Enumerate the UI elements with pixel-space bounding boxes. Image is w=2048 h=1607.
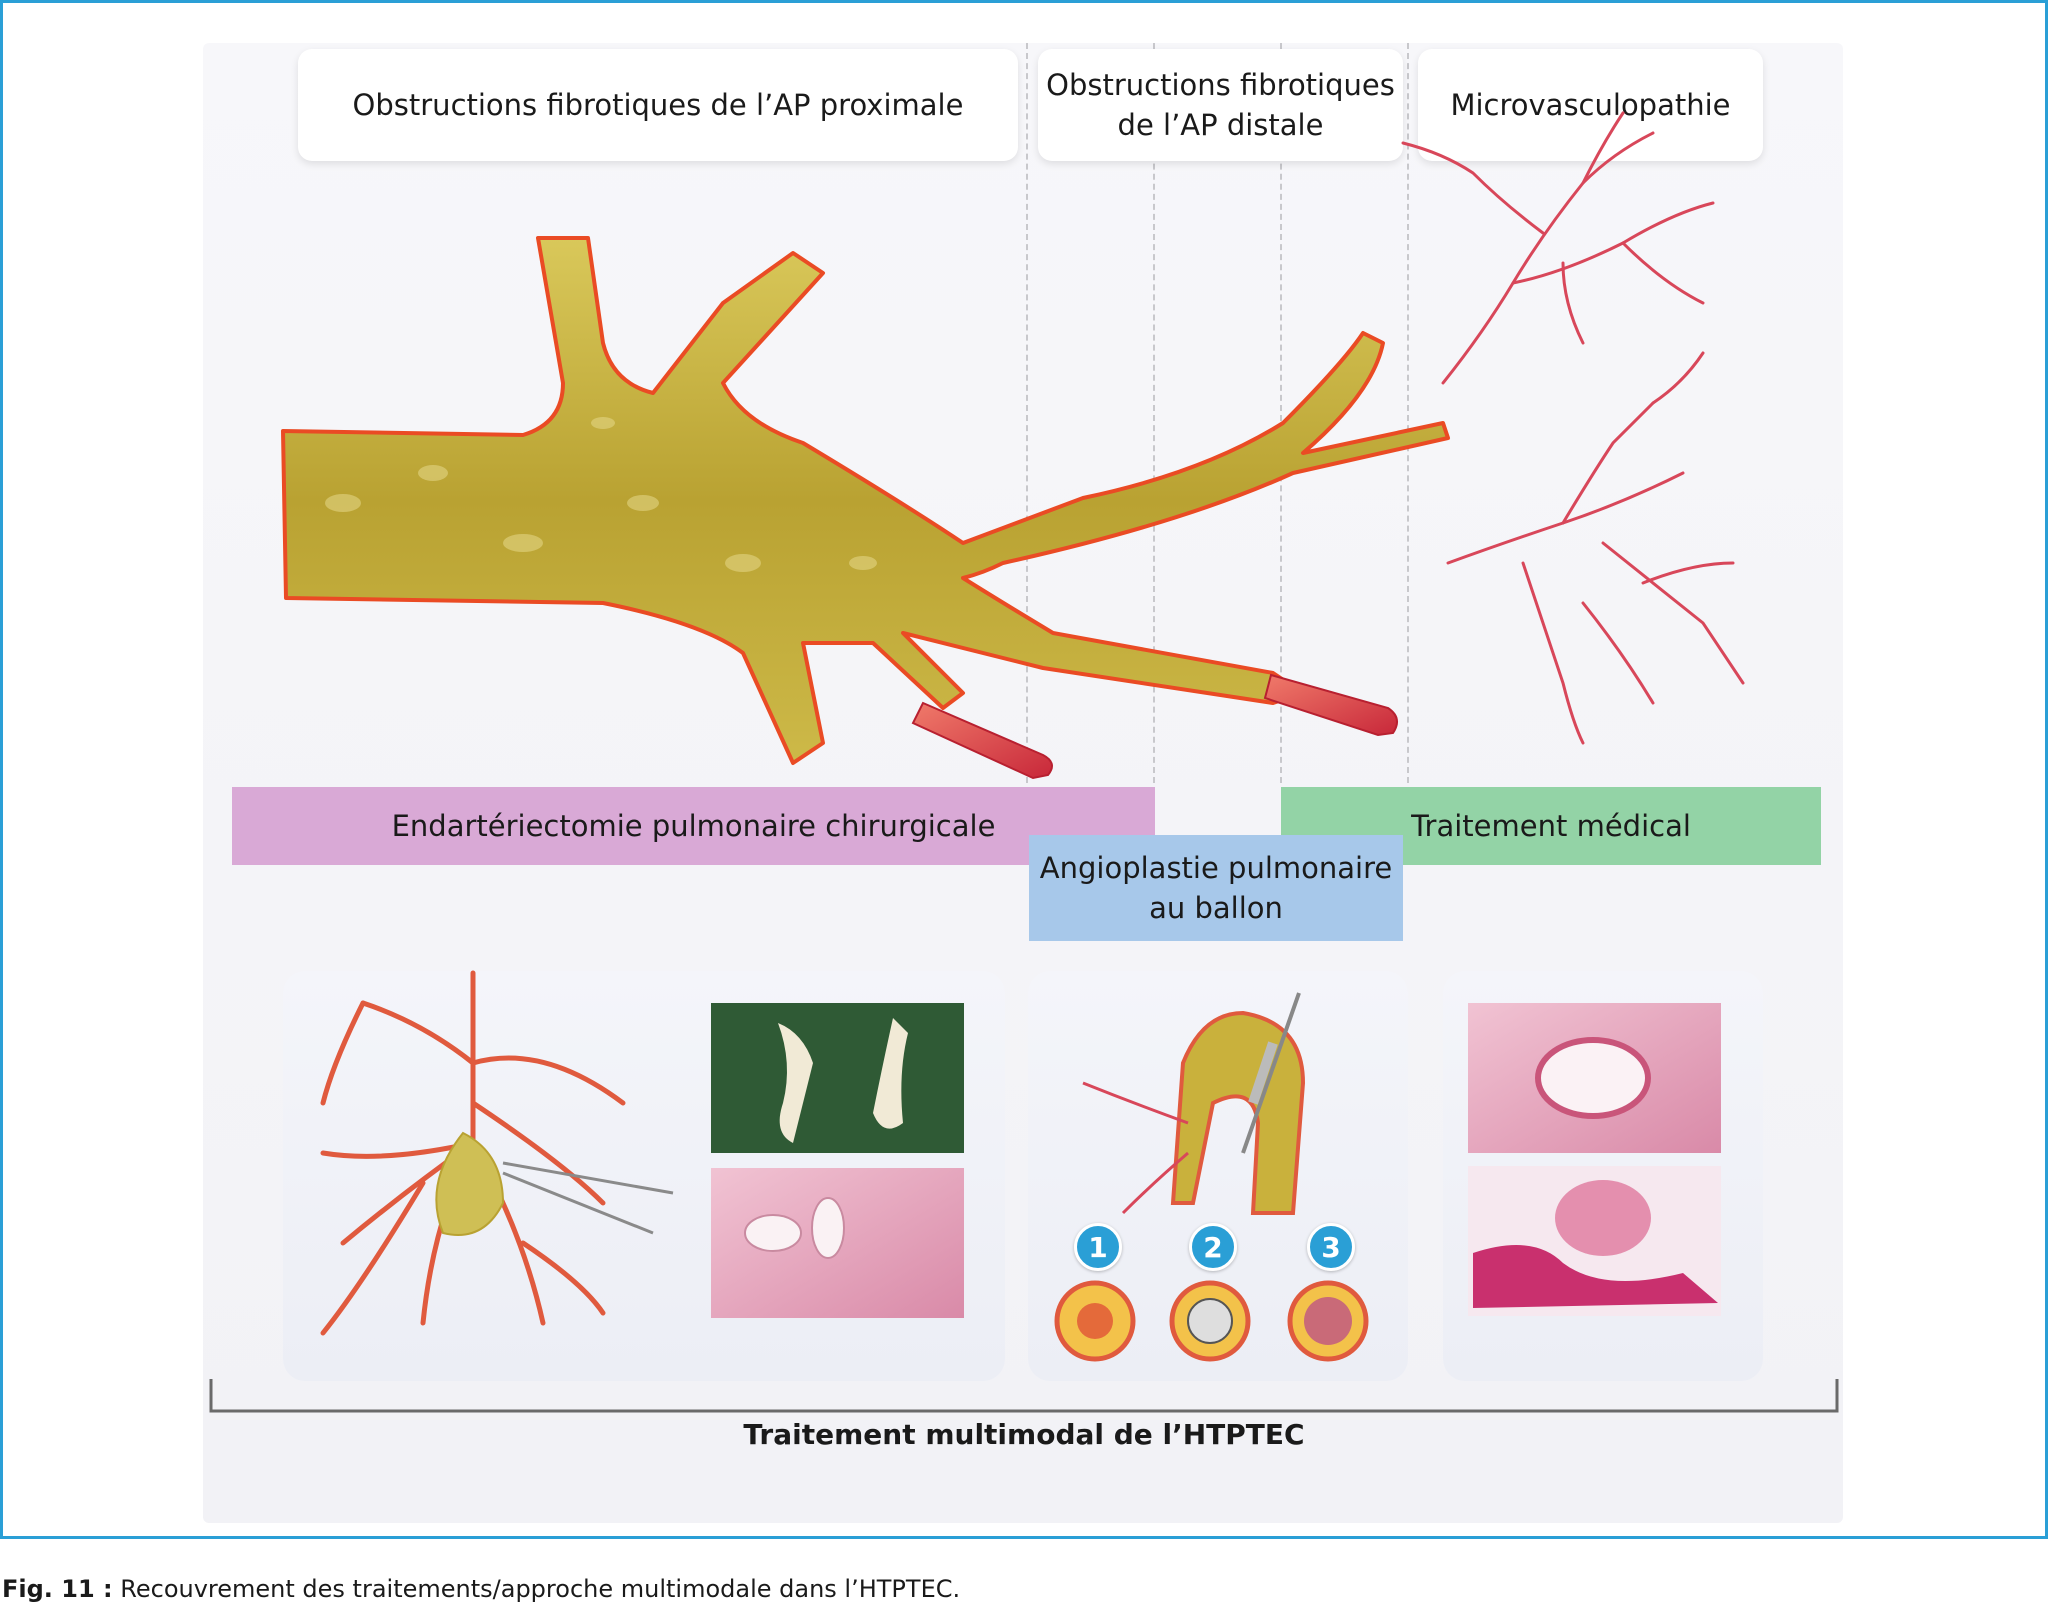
zone-divider [1026, 43, 1028, 783]
microvasculature [1401, 111, 1745, 745]
pulmonary-artery-illustration [281, 111, 1745, 780]
zone-divider [1407, 43, 1409, 783]
treatment-medical-text: Traitement médical [1411, 809, 1691, 843]
histology-lumens [744, 1197, 845, 1259]
artery-trunk [281, 236, 1450, 765]
forceps-icon [502, 1161, 674, 1235]
figure-caption: Fig. 11 : Recouvrement des traitements/a… [2, 1575, 960, 1603]
zone-divider [1280, 43, 1282, 783]
zone-label-proximal: Obstructions fibrotiques de l’AP proxima… [298, 49, 1018, 161]
zone-divider [1153, 43, 1155, 783]
step-badge-2: 2 [1189, 1223, 1237, 1271]
plaque-texture [325, 417, 877, 572]
zone-label-micro-text: Microvasculopathie [1450, 88, 1731, 122]
specimen-shapes [778, 1018, 908, 1143]
histology-vessel-lumen [1535, 1037, 1651, 1119]
histology-tissue [1473, 1180, 1718, 1308]
treatment-bar-surgery: Endartériectomie pulmonaire chirurgicale [232, 787, 1155, 865]
multimodal-bracket [209, 1379, 1839, 1413]
caption-text: Recouvrement des traitements/approche mu… [120, 1575, 961, 1603]
zone-label-distal-line1: Obstructions fibrotiques [1046, 68, 1395, 102]
endarterectomy-specimen-photo [711, 1003, 964, 1153]
treatment-illustrations [320, 970, 1721, 1362]
treatment-balloon-line2: au ballon [1149, 891, 1283, 925]
zone-label-micro: Microvasculopathie [1418, 49, 1763, 161]
treatment-bar-medical: Traitement médical [1281, 787, 1821, 865]
zone-label-proximal-text: Obstructions fibrotiques de l’AP proxima… [352, 88, 964, 122]
step-badge-3: 3 [1307, 1223, 1355, 1271]
zone-label-distal: Obstructions fibrotiques de l’AP distale [1038, 49, 1403, 161]
treatment-surgery-text: Endartériectomie pulmonaire chirurgicale [391, 809, 996, 843]
caption-label: Fig. 11 : [2, 1575, 113, 1603]
figure-title: Traitement multimodal de l’HTPTEC [743, 1418, 1305, 1451]
vessel-cross-sections [1054, 1280, 1369, 1362]
step-badge-1: 1 [1074, 1223, 1122, 1271]
zone-label-distal-line2: de l’AP distale [1117, 108, 1324, 142]
balloon-catheter-illustration [1082, 992, 1306, 1215]
patent-vessel-segments [911, 673, 1398, 780]
figure-frame: Obstructions fibrotiques de l’AP proxima… [0, 0, 2048, 1539]
specimen-plaque [435, 1131, 505, 1236]
treatment-balloon-line1: Angioplastie pulmonaire [1039, 851, 1393, 885]
treatment-bar-balloon: Angioplastie pulmonaire au ballon [1029, 835, 1403, 941]
